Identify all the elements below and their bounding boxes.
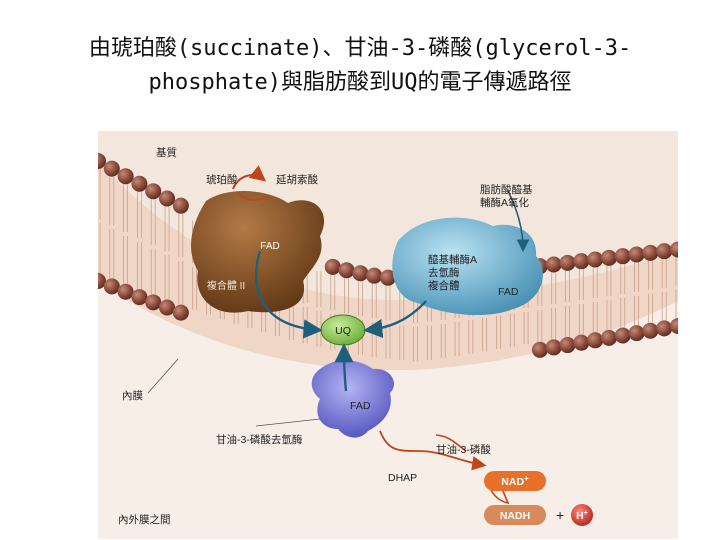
lipid-head: [601, 250, 617, 266]
lipid-head: [587, 252, 603, 268]
dhap-label: DHAP: [388, 472, 417, 484]
lipid-head: [325, 259, 341, 275]
lipid-head: [546, 339, 562, 355]
lipid-head: [159, 191, 175, 207]
lipid-head: [560, 255, 576, 271]
nadh-label: NADH: [500, 510, 530, 522]
complex-ii-label: 複合體 II: [207, 279, 245, 292]
lipid-head: [573, 335, 589, 351]
lipid-head: [587, 332, 603, 348]
lipid-head: [546, 257, 562, 273]
lipid-head: [118, 168, 134, 184]
lipid-head: [656, 243, 672, 259]
lipid-head: [601, 330, 617, 346]
lipid-head: [656, 320, 672, 336]
lipid-head: [131, 176, 147, 192]
electron-transport-diagram: FAD 複合體 II 醯基輔酶A 去氫酶 複合體 FAD FAD UQ 基質 琥…: [98, 131, 678, 539]
lipid-head: [629, 325, 645, 341]
lipid-head: [532, 342, 548, 358]
lipid-head: [339, 262, 355, 278]
lipid-head: [366, 268, 382, 284]
plus-sign: +: [556, 507, 564, 523]
inner-membrane-label: 內膜: [122, 390, 143, 402]
acyl-coa-dehydrogenase-complex: [392, 218, 543, 315]
lipid-head: [615, 328, 631, 344]
lipid-head: [573, 253, 589, 269]
complex-ii-fad: FAD: [260, 241, 279, 252]
lipid-head: [145, 294, 161, 310]
intermembrane-label: 內外膜之間: [118, 513, 171, 526]
title-line-2: phosphate)與脂肪酸到UQ的電子傳遞路徑: [0, 66, 720, 100]
lipid-head: [642, 323, 658, 339]
lipid-head: [560, 337, 576, 353]
g3p-label: 甘油-3-磷酸: [436, 443, 491, 456]
lipid-head: [131, 289, 147, 305]
g3pdh-fad: FAD: [350, 400, 371, 412]
fumarate-label: 延胡索酸: [276, 173, 318, 186]
lipid-head: [104, 161, 120, 177]
lipid-head: [642, 245, 658, 261]
lipid-head: [104, 278, 120, 294]
lipid-head: [615, 248, 631, 264]
lipid-head: [173, 305, 189, 321]
lipid-head: [629, 247, 645, 263]
lipid-head: [173, 198, 189, 214]
title-line-1: 由琥珀酸(succinate)、甘油-3-磷酸(glycerol-3-: [0, 32, 720, 66]
uq-label: UQ: [335, 325, 351, 337]
g3pdh-label: 甘油-3-磷酸去氫酶: [216, 433, 303, 446]
lipid-head: [352, 265, 368, 281]
acyl-coa-fad: FAD: [498, 286, 519, 298]
lipid-head: [145, 183, 161, 199]
succinate-label: 琥珀酸: [206, 173, 238, 186]
matrix-label: 基質: [156, 146, 177, 159]
slide-title: 由琥珀酸(succinate)、甘油-3-磷酸(glycerol-3- phos…: [0, 32, 720, 100]
lipid-head: [159, 300, 175, 316]
lipid-head: [118, 284, 134, 300]
